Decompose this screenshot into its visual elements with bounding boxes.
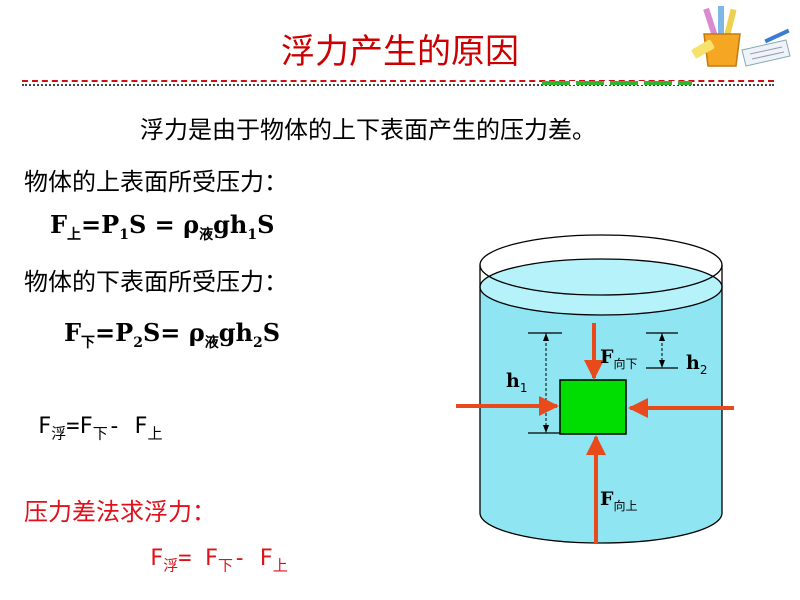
pressure-difference-method-formula: F浮= F下- F上 bbox=[150, 546, 288, 575]
upper-force-formula: F上=P1S = ρ液gh1S bbox=[50, 210, 275, 243]
buoyancy-statement: 浮力是由于物体的上下表面产生的压力差。 bbox=[140, 116, 596, 144]
pressure-difference-method-label: 压力差法求浮力： bbox=[24, 498, 216, 526]
beaker-bottom bbox=[479, 512, 723, 544]
upward-force-label: F向上 bbox=[600, 488, 638, 513]
buoyancy-formula: F浮=F下- F上 bbox=[38, 414, 163, 443]
h1-label: h1 bbox=[506, 370, 528, 395]
beaker-diagram bbox=[456, 234, 734, 544]
downward-force-label: F向下 bbox=[600, 346, 638, 371]
h2-label: h2 bbox=[686, 352, 708, 377]
stationery-illustration bbox=[691, 6, 791, 67]
upper-surface-label: 物体的上表面所受压力： bbox=[24, 168, 288, 196]
title-divider bbox=[22, 80, 774, 86]
lower-surface-label: 物体的下表面所受压力： bbox=[24, 268, 288, 296]
lower-force-formula: F下=P2S= ρ液gh2S bbox=[64, 318, 281, 351]
page-title: 浮力产生的原因 bbox=[281, 32, 519, 72]
submerged-cube bbox=[559, 379, 627, 435]
